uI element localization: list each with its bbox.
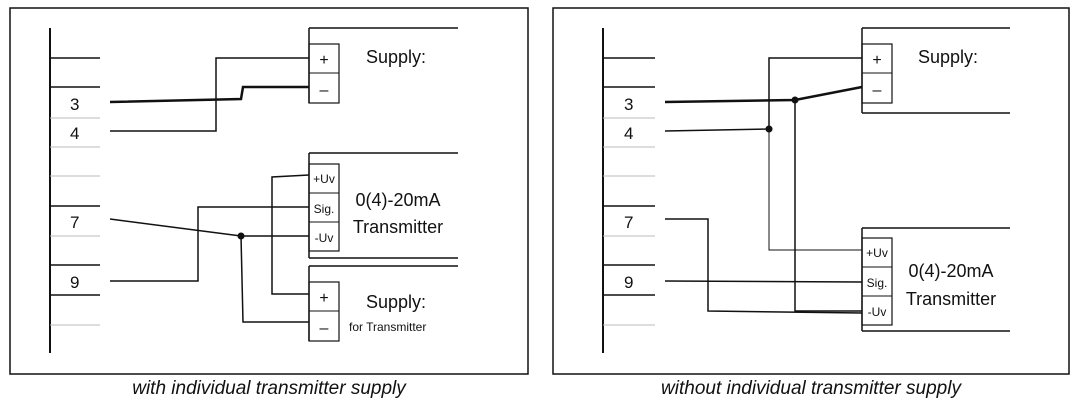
left-supply-top-plus: + — [319, 52, 328, 69]
right-junction-dot-4 — [765, 125, 773, 133]
left-terminal-4: 4 — [70, 124, 79, 143]
right-wire-4-plus-uv — [768, 129, 862, 251]
left-wire-4-supply-plus — [110, 57, 309, 132]
right-supply-top — [861, 27, 1010, 114]
left-supply-bottom-sublabel: for Transmitter — [349, 320, 426, 334]
left-terminal-7: 7 — [70, 213, 79, 232]
right-terminal-4: 4 — [624, 124, 633, 143]
left-supply-top — [308, 27, 458, 104]
left-pin-minus-uv: -Uv — [315, 231, 334, 245]
right-wire-supply-minus-minus-uv — [794, 100, 862, 312]
right-junction-dot-3 — [791, 96, 799, 104]
left-terminal-strip — [49, 28, 100, 353]
right-terminal-9: 9 — [624, 273, 633, 292]
left-wire-3-supply-minus — [109, 85, 309, 104]
right-wire-9-sig — [664, 280, 863, 283]
right-terminal-7: 7 — [624, 213, 633, 232]
left-supply-bottom — [308, 265, 458, 342]
left-supply-bottom-plus: + — [319, 290, 328, 307]
left-supply-top-label: Supply: — [366, 47, 426, 67]
left-wire-minus-uv-supply-minus — [240, 235, 309, 323]
right-pin-minus-uv: -Uv — [868, 305, 887, 319]
right-terminal-strip — [602, 28, 655, 353]
right-caption: without individual transmitter supply — [661, 378, 961, 399]
diagram-without-transmitter-supply: 3 4 7 9 + – Supply: +Uv Sig. -Uv 0(4)-20… — [552, 7, 1070, 375]
left-caption: with individual transmitter supply — [132, 378, 406, 399]
left-pin-sig: Sig. — [314, 202, 335, 216]
left-supply-bottom-minus: – — [320, 320, 329, 337]
left-supply-top-minus: – — [320, 82, 329, 99]
right-wires — [664, 57, 863, 314]
left-transmitter-box — [308, 152, 458, 259]
left-wire-plus-uv-supply-plus — [271, 174, 310, 295]
left-terminal-9: 9 — [70, 273, 79, 292]
left-transmitter-line1: 0(4)-20mA — [355, 190, 440, 210]
right-wire-4-supply-plus — [664, 57, 862, 132]
left-wire-9-sig — [110, 206, 309, 282]
left-frame — [9, 7, 529, 375]
right-transmitter-box — [861, 227, 1010, 332]
right-frame — [552, 7, 1070, 375]
diagram-with-transmitter-supply: 3 4 7 9 + – Supply: +Uv Sig. -Uv 0(4)-20… — [9, 7, 529, 375]
right-wire-3-supply-minus — [664, 85, 863, 104]
right-transmitter-line1: 0(4)-20mA — [908, 261, 993, 281]
left-pin-plus-uv: +Uv — [313, 172, 335, 186]
right-supply-top-plus: + — [872, 52, 881, 69]
right-wire-7-minus-uv — [665, 218, 863, 314]
right-terminal-3: 3 — [624, 95, 633, 114]
left-junction-dot — [237, 232, 245, 240]
left-wires — [109, 57, 310, 323]
right-transmitter-line2: Transmitter — [906, 289, 996, 309]
right-supply-top-label: Supply: — [918, 47, 978, 67]
right-supply-top-minus: – — [873, 82, 882, 99]
left-wire-7-minus-uv — [109, 218, 309, 237]
right-pin-sig: Sig. — [867, 276, 888, 290]
left-transmitter-line2: Transmitter — [353, 217, 443, 237]
left-terminal-3: 3 — [70, 95, 79, 114]
right-pin-plus-uv: +Uv — [866, 246, 888, 260]
left-supply-bottom-label: Supply: — [366, 292, 426, 312]
